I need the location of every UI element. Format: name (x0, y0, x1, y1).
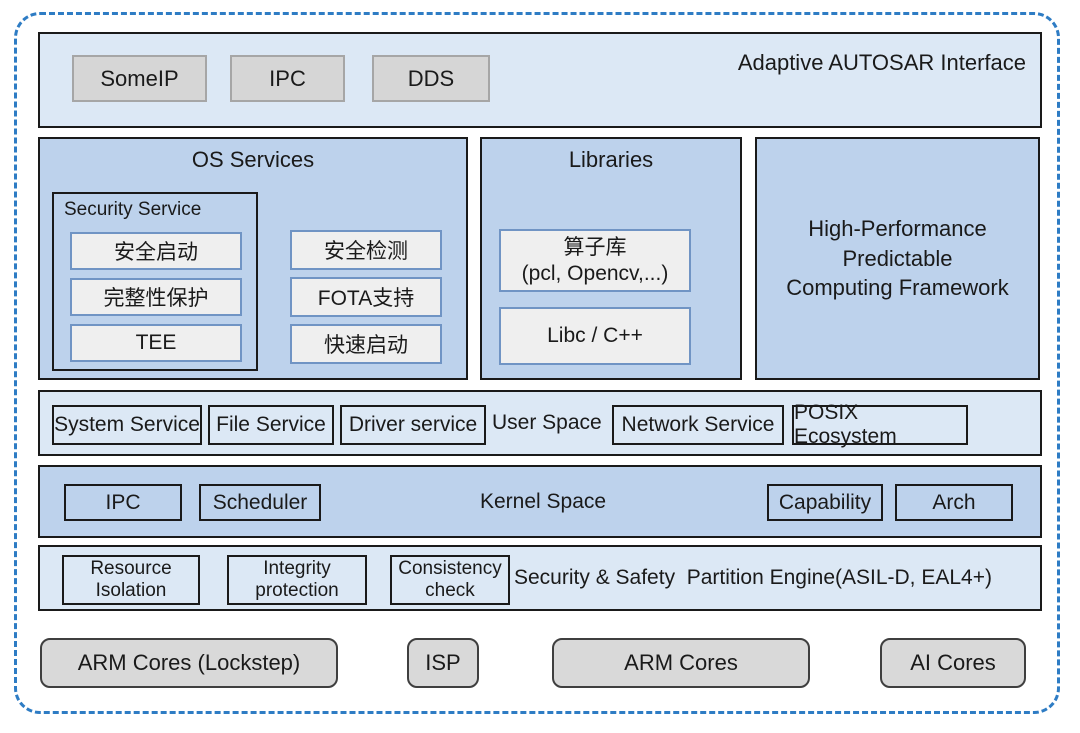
secure-boot-label: 安全启动 (114, 241, 198, 264)
hpc-line1: High-Performance (808, 215, 987, 241)
operator-library-box: 算子库 (pcl, Opencv,...) (499, 229, 691, 292)
tee-box: TEE (70, 324, 242, 362)
posix-ecosystem-box: POSIX Ecosystem (792, 401, 968, 448)
arch-box: Arch (895, 484, 1013, 521)
consistency-check-line1: Consistency (398, 557, 502, 579)
dds-box: DDS (372, 55, 490, 102)
arm-cores-label: ARM Cores (624, 650, 738, 675)
kernel-ipc-box: IPC (64, 484, 182, 521)
kernel-space-label: Kernel Space (480, 489, 607, 513)
arm-cores-lockstep-box: ARM Cores (Lockstep) (40, 638, 338, 688)
ipc-box: IPC (230, 55, 345, 102)
capability-box: Capability (767, 484, 883, 521)
resource-isolation-box: Resource Isolation (62, 555, 200, 605)
tee-label: TEE (135, 331, 177, 354)
system-service-box: System Service (52, 405, 202, 445)
ai-cores-label: AI Cores (910, 650, 996, 675)
hpc-line2: Predictable (842, 245, 953, 271)
adaptive-autosar-bar: SomeIP IPC DDS Adaptive AUTOSAR Interfac… (38, 32, 1042, 128)
ipc-label: IPC (269, 65, 306, 91)
security-detection-label: 安全检测 (324, 240, 408, 263)
operator-library-line1: 算子库 (563, 235, 627, 259)
hpc-line3: Computing Framework (786, 275, 1009, 301)
fast-boot-box: 快速启动 (290, 324, 442, 364)
file-service-box: File Service (208, 405, 334, 445)
os-services-title: OS Services (191, 147, 315, 172)
scheduler-box: Scheduler (199, 484, 321, 521)
dds-label: DDS (407, 65, 455, 91)
integrity-protection-en-box: Integrity protection (227, 555, 367, 605)
file-service-label: File Service (216, 413, 326, 436)
fota-support-box: FOTA支持 (290, 277, 442, 317)
system-service-label: System Service (54, 413, 200, 436)
libraries-panel: Libraries 算子库 (pcl, Opencv,...) Libc / C… (480, 137, 742, 380)
user-space-label: User Space (492, 411, 602, 434)
isp-box: ISP (407, 638, 479, 688)
consistency-check-box: Consistency check (390, 555, 510, 605)
operator-library-line2: (pcl, Opencv,...) (521, 261, 669, 285)
security-service-box: Security Service 安全启动 完整性保护 TEE (52, 192, 258, 371)
libc-box: Libc / C++ (499, 307, 691, 365)
resource-isolation-line1: Resource (90, 557, 172, 579)
isp-label: ISP (425, 650, 461, 675)
secure-boot-box: 安全启动 (70, 232, 242, 270)
security-detection-box: 安全检测 (290, 230, 442, 270)
kernel-space-row: IPC Scheduler Kernel Space Capability Ar… (38, 465, 1042, 538)
fota-support-label: FOTA支持 (317, 287, 415, 310)
driver-service-box: Driver service (340, 405, 486, 445)
capability-label: Capability (778, 490, 872, 514)
integrity-protection-box: 完整性保护 (70, 278, 242, 316)
consistency-check-line2: check (425, 580, 475, 601)
security-service-title: Security Service (64, 199, 202, 220)
driver-service-label: Driver service (348, 413, 478, 436)
hpc-framework-panel: High-Performance Predictable Computing F… (755, 137, 1040, 380)
someip-label: SomeIP (100, 65, 179, 91)
scheduler-label: Scheduler (212, 490, 308, 514)
network-service-box: Network Service (612, 405, 784, 445)
integrity-protection-en-line1: Integrity (263, 557, 331, 579)
integrity-protection-label: 完整性保护 (103, 287, 209, 310)
partition-engine-label: Security & Safety Partition Engine(ASIL-… (514, 566, 992, 589)
arm-cores-lockstep-label: ARM Cores (Lockstep) (77, 650, 301, 675)
adaptive-autosar-title: Adaptive AUTOSAR Interface (737, 50, 1026, 75)
kernel-ipc-label: IPC (105, 490, 141, 514)
libc-label: Libc / C++ (547, 324, 643, 347)
arm-cores-box: ARM Cores (552, 638, 810, 688)
libraries-title: Libraries (568, 147, 654, 172)
ai-cores-box: AI Cores (880, 638, 1026, 688)
network-service-label: Network Service (621, 413, 775, 436)
user-space-row: System Service File Service Driver servi… (38, 390, 1042, 456)
partition-engine-row: Resource Isolation Integrity protection … (38, 545, 1042, 611)
arch-label: Arch (932, 490, 976, 514)
fast-boot-label: 快速启动 (324, 334, 408, 357)
someip-box: SomeIP (72, 55, 207, 102)
integrity-protection-en-line2: protection (255, 580, 339, 601)
dashed-outer-frame (14, 12, 1060, 714)
resource-isolation-line2: Isolation (95, 580, 167, 601)
posix-ecosystem-label: POSIX Ecosystem (794, 401, 897, 448)
os-services-panel: OS Services Security Service 安全启动 完整性保护 … (38, 137, 468, 380)
